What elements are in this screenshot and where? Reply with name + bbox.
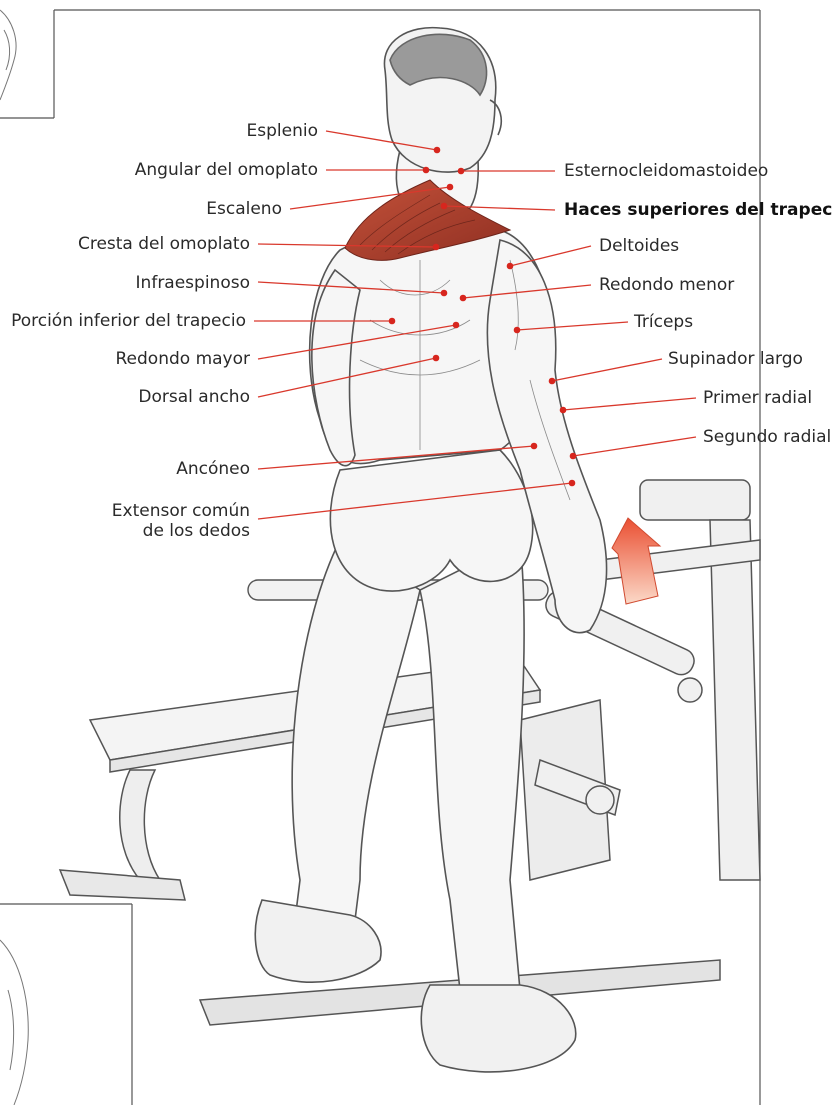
label-de-los-dedos: de los dedos — [143, 521, 250, 541]
label-anconeo: Ancóneo — [176, 459, 250, 479]
label-angular-del-omoplato: Angular del omoplato — [135, 160, 318, 180]
label-infraespinoso: Infraespinoso — [136, 273, 250, 293]
bench — [60, 660, 720, 1025]
label-redondo-mayor: Redondo mayor — [116, 349, 251, 369]
label-esplenio: Esplenio — [247, 121, 318, 141]
label-redondo-menor: Redondo menor — [599, 275, 734, 295]
label-extensor-comun: Extensor común — [112, 501, 250, 521]
label-dorsal-ancho: Dorsal ancho — [138, 387, 250, 407]
label-esternocleidomastoideo: Esternocleidomastoideo — [564, 161, 768, 181]
label-cresta-del-omoplato: Cresta del omoplato — [78, 234, 250, 254]
label-porcion-inferior-trapecio: Porción inferior del trapecio — [11, 311, 246, 331]
corner-thumbnail-bottom — [0, 940, 28, 1105]
label-escaleno: Escaleno — [206, 199, 282, 219]
label-supinador-largo: Supinador largo — [668, 349, 803, 369]
label-haces-superiores-trapecio: Haces superiores del trapecio — [564, 200, 832, 220]
label-primer-radial: Primer radial — [703, 388, 812, 408]
label-triceps: Tríceps — [634, 312, 693, 332]
corner-thumbnail-top — [0, 10, 16, 100]
label-segundo-radial: Segundo radial — [703, 427, 831, 447]
label-deltoides: Deltoides — [599, 236, 679, 256]
